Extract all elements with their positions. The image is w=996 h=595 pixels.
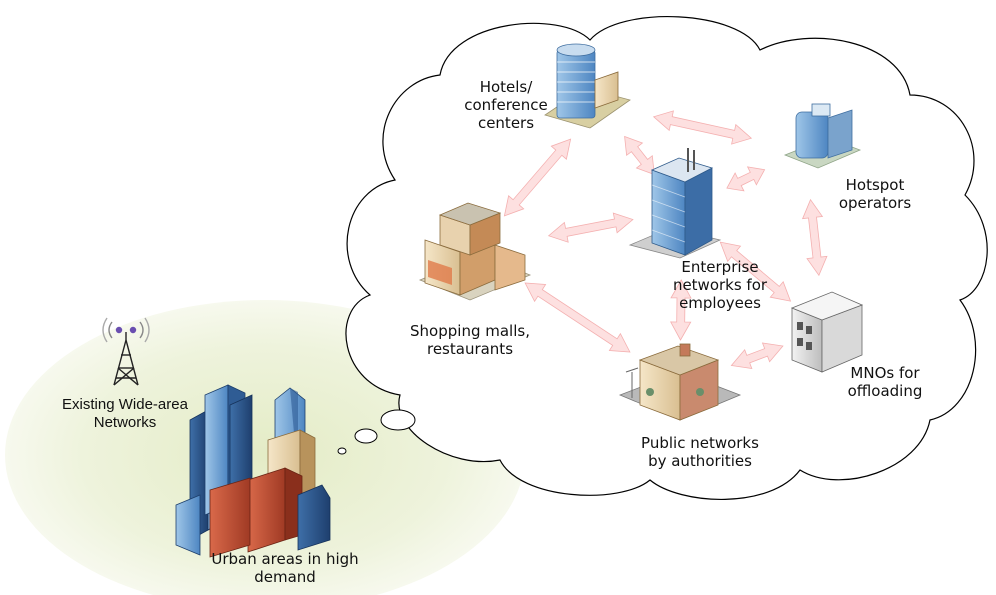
- urban-skyline-icon: [175, 384, 331, 558]
- node-label-enterprise: Enterprise networks for employees: [672, 258, 768, 312]
- connection-arrows: [503, 110, 828, 369]
- wide-area-networks-label: Existing Wide-area Networks: [62, 396, 188, 431]
- arrow-hotels-hotspot: [652, 110, 753, 145]
- hotel-building-icon: [544, 43, 631, 129]
- arrow-hotspot-mnos: [801, 198, 828, 277]
- arrow-shopping-public: [524, 282, 631, 353]
- arrow-public-mnos: [730, 342, 784, 369]
- node-label-hotspot: Hotspot operators: [838, 176, 912, 212]
- thought-bubbles: [337, 409, 416, 455]
- shopping-mall-icon: [418, 202, 532, 301]
- hotspot-building-icon: [783, 103, 862, 169]
- node-label-shopping: Shopping malls, restaurants: [410, 322, 530, 358]
- arrow-hotels-shopping: [503, 138, 572, 217]
- arrow-shopping-enterprise: [547, 212, 634, 243]
- arrow-enterprise-public: [670, 279, 692, 341]
- node-label-mnos: MNOs for offloading: [847, 364, 923, 400]
- urban-areas-label: Urban areas in high demand: [211, 550, 359, 586]
- enterprise-building-icon: [628, 148, 722, 259]
- mno-building-icon: [790, 291, 864, 373]
- arrow-enterprise-mnos: [719, 241, 792, 302]
- node-label-public: Public networks by authorities: [641, 434, 759, 470]
- public-building-icon: [618, 343, 742, 421]
- node-label-hotels: Hotels/ conference centers: [464, 78, 548, 132]
- radio-tower-icon: [102, 317, 150, 386]
- arrow-enterprise-hotspot: [726, 166, 766, 192]
